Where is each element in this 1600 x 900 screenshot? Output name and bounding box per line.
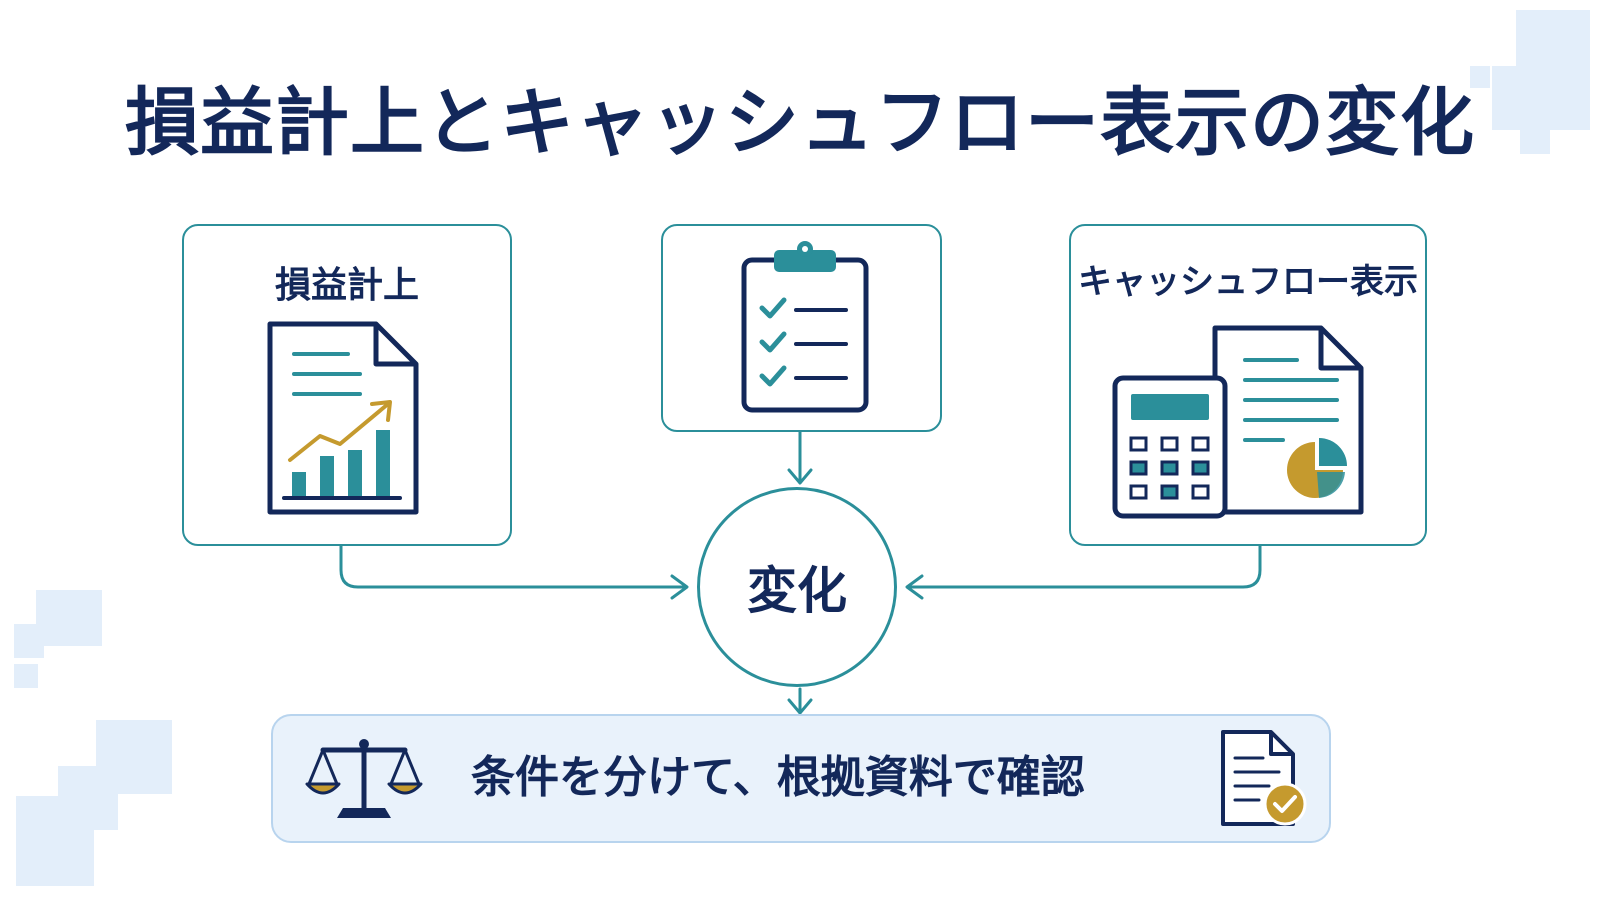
decor-square (14, 624, 44, 658)
checklist-box (661, 224, 942, 432)
report-chart-icon (267, 321, 419, 515)
page-title: 損益計上とキャッシュフロー表示の変化 (125, 80, 1475, 166)
arrow-left (670, 574, 689, 600)
decor-square (14, 664, 38, 688)
arrow-top (787, 468, 813, 485)
cashflow-presentation-label: キャッシュフロー表示 (1078, 262, 1418, 302)
clipboard-checklist-icon (741, 241, 869, 413)
arrow-bottom (787, 698, 813, 715)
cashflow-presentation-box: キャッシュフロー表示 (1069, 224, 1427, 546)
connector-left (339, 543, 686, 589)
pl-recognition-box: 損益計上 (182, 224, 512, 546)
decor-square (36, 590, 102, 646)
decor-square (1470, 66, 1490, 88)
decor-square (1516, 10, 1590, 70)
change-hub-circle: 変化 (697, 487, 897, 687)
calculator-document-icon (1112, 325, 1364, 519)
pl-recognition-label: 損益計上 (274, 265, 419, 306)
decor-square (16, 796, 94, 886)
change-hub-label: 変化 (747, 562, 847, 620)
connector-right (908, 543, 1262, 589)
decor-square (1492, 66, 1590, 130)
verified-document-icon (1221, 730, 1307, 826)
decor-square (1520, 128, 1550, 154)
balance-scale-icon (305, 739, 423, 818)
confirmation-text: 条件を分けて、根拠資料で確認 (471, 752, 1085, 803)
confirmation-banner: 条件を分けて、根拠資料で確認 (271, 714, 1331, 843)
arrow-right (905, 574, 924, 600)
